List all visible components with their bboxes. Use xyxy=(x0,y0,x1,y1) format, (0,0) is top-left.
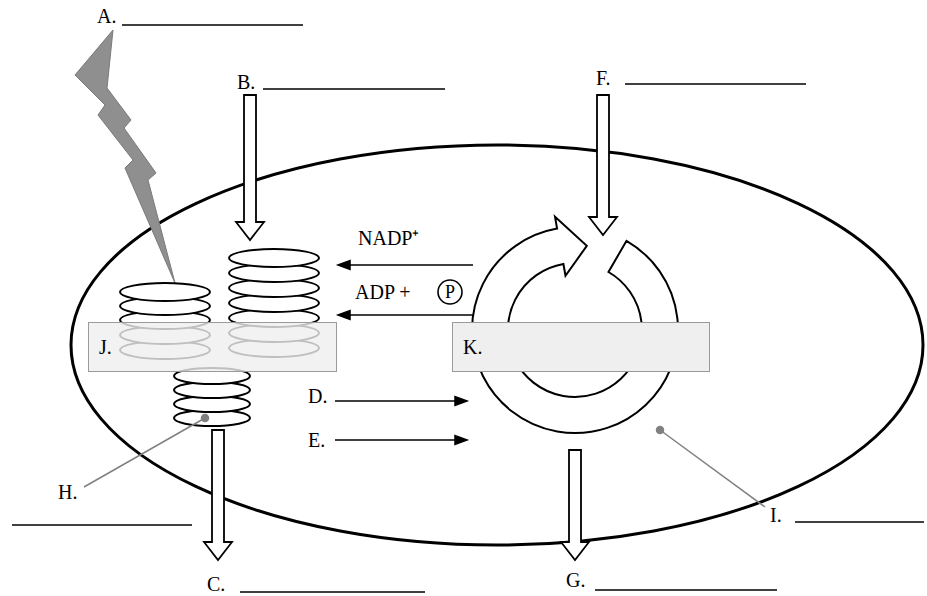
answer-blank xyxy=(122,24,303,26)
leader-dot xyxy=(657,427,664,434)
answer-blank xyxy=(240,591,425,593)
part-letter: H. xyxy=(58,482,77,502)
answer-blanks xyxy=(12,25,924,592)
part-letter: D. xyxy=(308,386,327,406)
answer-blank xyxy=(795,521,924,523)
part-letter: A. xyxy=(97,6,116,26)
granum-stack xyxy=(174,368,250,426)
output-arrow xyxy=(561,450,589,560)
answer-blank xyxy=(595,589,777,591)
input-arrow xyxy=(589,95,617,235)
part-letter: F. xyxy=(596,68,611,88)
output-arrow xyxy=(204,430,232,560)
arrow-head xyxy=(455,397,467,406)
part-letter: C. xyxy=(207,574,225,594)
node-text: P xyxy=(445,283,455,301)
thylakoid-disc xyxy=(229,249,319,267)
node-text: K. xyxy=(463,337,482,357)
node-text: J. xyxy=(99,337,112,357)
molecule-label: NADP⁺ xyxy=(358,228,419,248)
part-letter: G. xyxy=(566,570,585,590)
thylakoid-disc xyxy=(120,283,210,301)
arrow-shaft xyxy=(335,400,457,402)
part-letter: I. xyxy=(770,505,782,525)
leader-line xyxy=(660,430,765,507)
phosphate-circle: P xyxy=(437,279,463,305)
arrow-head xyxy=(455,436,467,445)
arrow-shaft xyxy=(348,264,473,266)
answer-blank xyxy=(625,83,806,85)
chloroplast-outline xyxy=(71,145,923,545)
thylakoid-band: J. xyxy=(88,322,337,372)
leader-line xyxy=(84,418,205,487)
answer-blank xyxy=(263,88,445,90)
leader-lines xyxy=(84,415,765,508)
answer-blank xyxy=(12,524,192,526)
input-arrow xyxy=(236,95,264,240)
arrow-shaft xyxy=(335,439,457,441)
arrow-shaft xyxy=(348,314,473,316)
leader-dot xyxy=(202,415,209,422)
arrow-head xyxy=(338,311,350,320)
part-letter: E. xyxy=(308,430,325,450)
arrow-head xyxy=(338,261,350,270)
light-bolt xyxy=(75,30,175,283)
circle-shape xyxy=(438,280,462,304)
stroma-band: K. xyxy=(452,322,710,372)
part-letter: B. xyxy=(237,72,255,92)
molecule-label: ADP + xyxy=(355,282,411,302)
